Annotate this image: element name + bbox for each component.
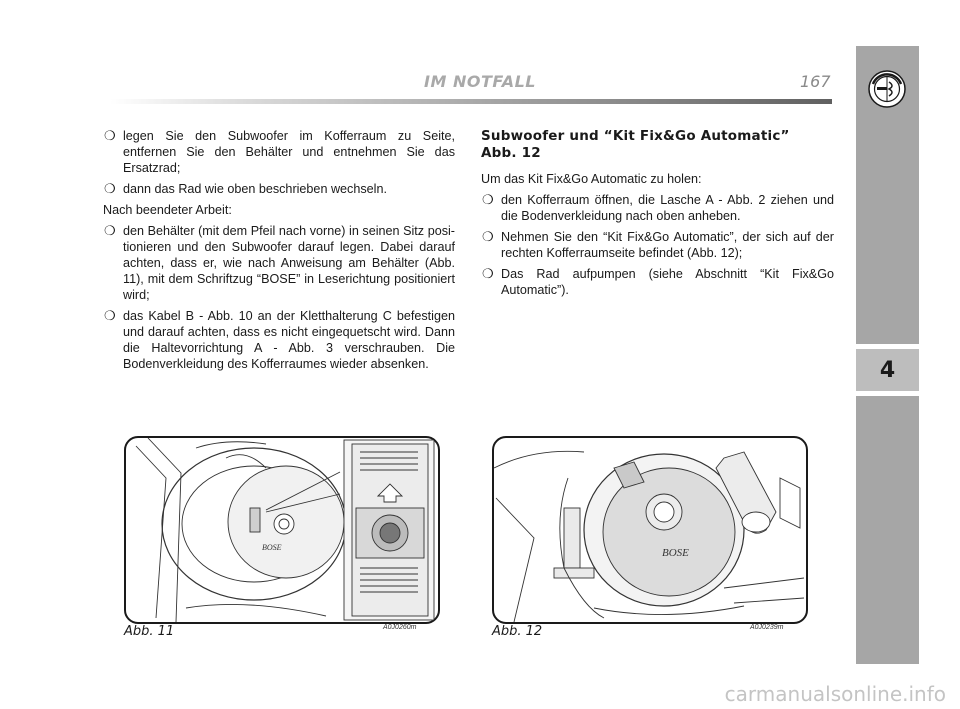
figure-11-illustration: BOSE — [124, 436, 440, 624]
list-item: ❍das Kabel B - Abb. 10 an der Kletthalte… — [104, 308, 455, 371]
intro-paragraph: Um das Kit Fix&Go Automatic zu holen: — [481, 172, 702, 186]
section-heading: Subwoofer und “Kit Fix&Go Automatic” Abb… — [481, 128, 790, 161]
alfa-romeo-logo-icon — [868, 70, 906, 108]
list-item: ❍Das Rad aufpumpen (siehe Abschnitt “Kit… — [482, 266, 834, 297]
chapter-number: 4 — [879, 357, 896, 383]
page-number: 167 — [800, 72, 831, 91]
circle-bullet-icon: ❍ — [104, 128, 116, 143]
figure-12-caption: Abb. 12 — [492, 624, 543, 639]
left-text-column: ❍legen Sie den Subwoofer im Kofferraum z… — [103, 128, 455, 377]
circle-bullet-icon: ❍ — [104, 223, 116, 238]
figure-12-illustration: BOSE — [492, 436, 808, 624]
bose-mark-fig11: BOSE — [262, 543, 282, 552]
list-item: ❍legen Sie den Subwoofer im Kofferraum z… — [104, 128, 455, 175]
side-tab-bottom — [856, 396, 919, 664]
list-item: ❍dann das Rad wie oben beschrieben wechs… — [104, 181, 387, 196]
list-item: ❍Nehmen Sie den “Kit Fix&Go Automatic”, … — [482, 229, 834, 260]
list-item: ❍den Behälter (mit dem Pfeil nach vorne)… — [104, 223, 455, 302]
circle-bullet-icon: ❍ — [482, 266, 494, 281]
circle-bullet-icon: ❍ — [104, 181, 116, 196]
side-tab-chapter — [856, 349, 919, 391]
circle-bullet-icon: ❍ — [482, 229, 494, 244]
figure-11-code: A0J0260m — [383, 624, 417, 631]
list-item: ❍den Kofferraum öffnen, die Lasche A - A… — [482, 192, 834, 223]
circle-bullet-icon: ❍ — [104, 308, 116, 323]
figure-11-caption: Abb. 11 — [124, 624, 175, 639]
bose-mark-fig12: BOSE — [662, 547, 689, 559]
page-header-title: IM NOTFALL — [424, 72, 536, 91]
figure-12-code: A0J0239m — [750, 624, 784, 631]
right-text-column: Subwoofer und “Kit Fix&Go Automatic” Abb… — [481, 128, 834, 303]
header-rule — [110, 99, 832, 104]
paragraph-after-work: Nach beendeter Arbeit: — [103, 203, 232, 217]
circle-bullet-icon: ❍ — [482, 192, 494, 207]
watermark: carmanualsonline.info — [724, 682, 946, 706]
